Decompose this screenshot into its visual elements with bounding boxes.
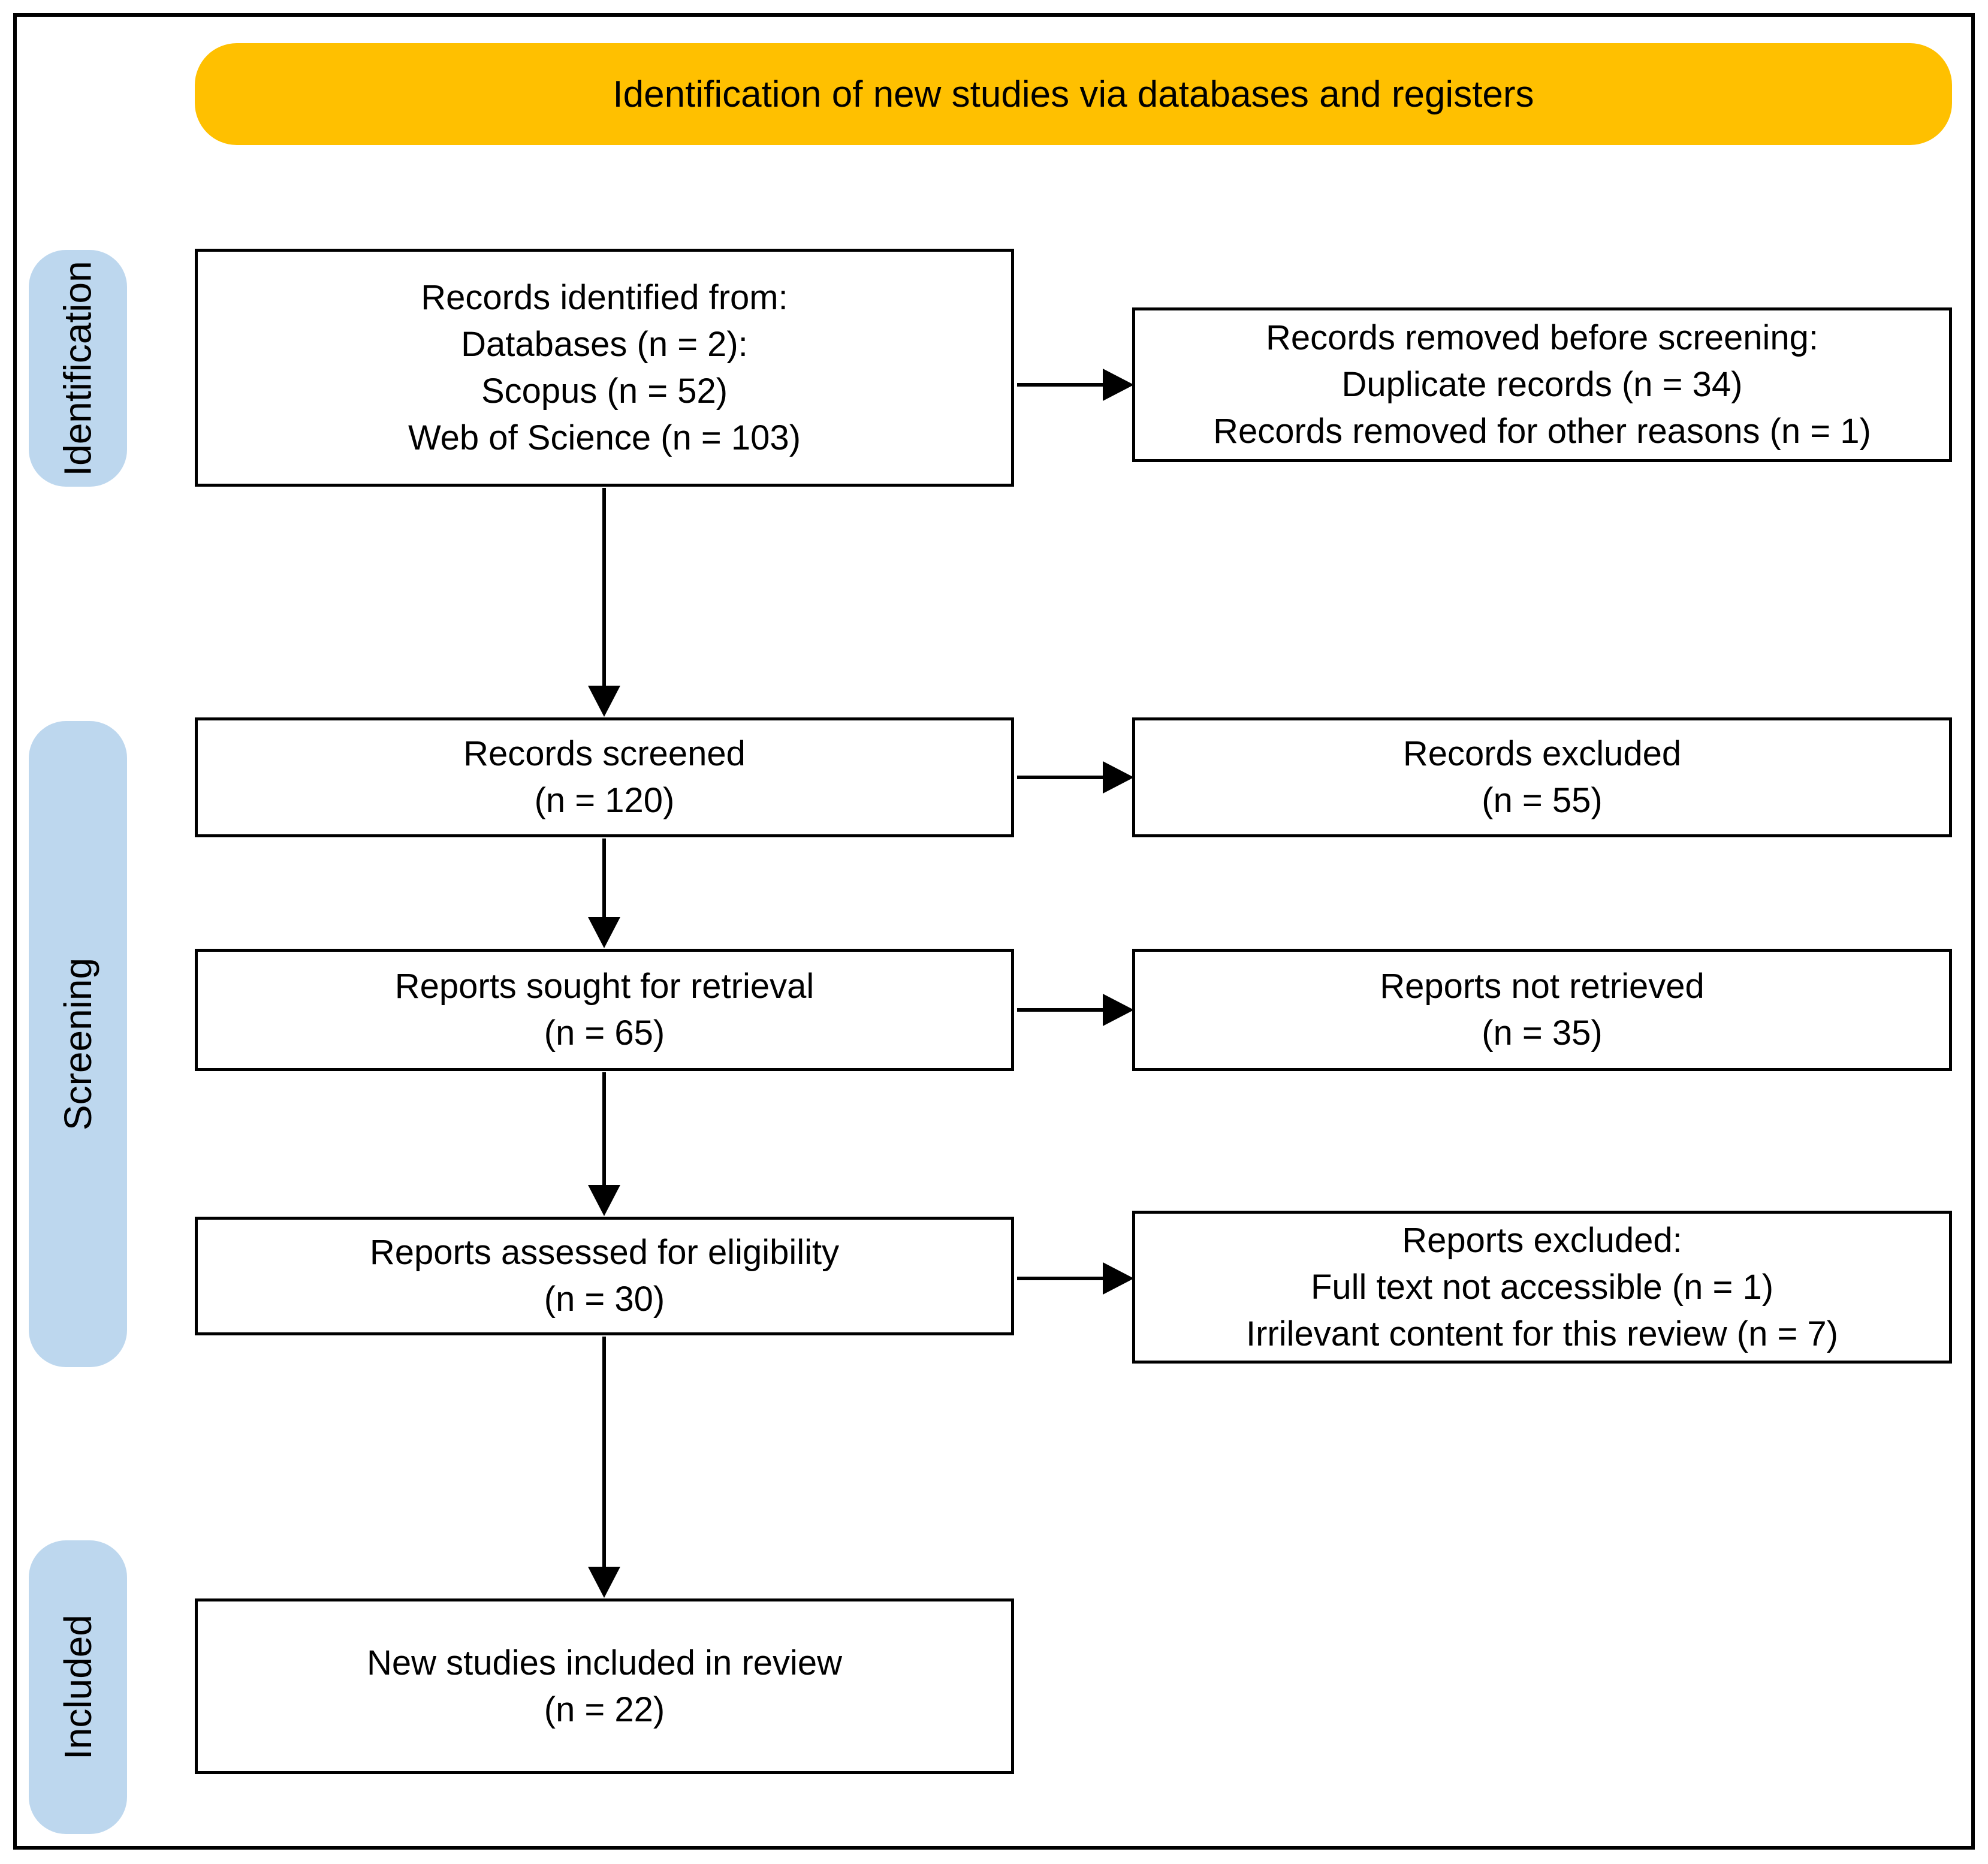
stage-label-identification: Identification <box>29 250 127 487</box>
box-reports-excluded: Reports excluded: Full text not accessib… <box>1132 1211 1952 1364</box>
box-line: (n = 65) <box>544 1014 665 1052</box>
box-line: (n = 35) <box>1482 1014 1603 1052</box>
box-records-identified: Records identified from: Databases (n = … <box>195 249 1014 487</box>
box-line: (n = 120) <box>534 781 675 820</box>
box-line: Records removed for other reasons (n = 1… <box>1213 412 1871 451</box>
box-line: Reports not retrieved <box>1380 967 1705 1006</box>
box-line: Full text not accessible (n = 1) <box>1310 1267 1774 1307</box>
box-line: New studies included in review <box>366 1643 843 1682</box>
box-line: Records identified from: <box>421 278 788 317</box>
box-reports-not-retrieved: Reports not retrieved (n = 35) <box>1132 949 1952 1071</box>
title-banner: Identification of new studies via databa… <box>195 43 1952 145</box>
outer-frame <box>13 13 1975 1850</box>
box-line: (n = 30) <box>544 1280 665 1319</box>
box-line: Duplicate records (n = 34) <box>1341 365 1743 404</box>
box-line: (n = 22) <box>544 1690 665 1729</box>
box-records-screened: Records screened (n = 120) <box>195 717 1014 837</box>
box-line: Databases (n = 2): <box>461 324 748 364</box>
box-line: Records excluded <box>1402 734 1682 773</box>
box-reports-sought: Reports sought for retrieval (n = 65) <box>195 949 1014 1071</box>
box-line: Reports assessed for eligibility <box>369 1233 840 1272</box>
box-line: Reports sought for retrieval <box>394 967 814 1006</box>
box-line: Records screened <box>463 734 746 773</box>
box-line: Reports excluded: <box>1402 1220 1682 1260</box>
box-records-excluded: Records excluded (n = 55) <box>1132 717 1952 837</box>
box-line: (n = 55) <box>1482 781 1603 820</box>
box-studies-included: New studies included in review (n = 22) <box>195 1598 1014 1774</box>
title-banner-label: Identification of new studies via databa… <box>613 73 1534 115</box>
box-line: Web of Science (n = 103) <box>408 418 801 457</box>
box-records-removed: Records removed before screening: Duplic… <box>1132 307 1952 462</box>
stage-label-included: Included <box>29 1540 127 1834</box>
box-line: Records removed before screening: <box>1265 318 1819 357</box>
box-reports-assessed: Reports assessed for eligibility (n = 30… <box>195 1217 1014 1335</box>
box-line: Scopus (n = 52) <box>481 371 728 411</box>
box-line: Irrilevant content for this review (n = … <box>1245 1314 1838 1353</box>
stage-label-screening: Screening <box>29 721 127 1367</box>
